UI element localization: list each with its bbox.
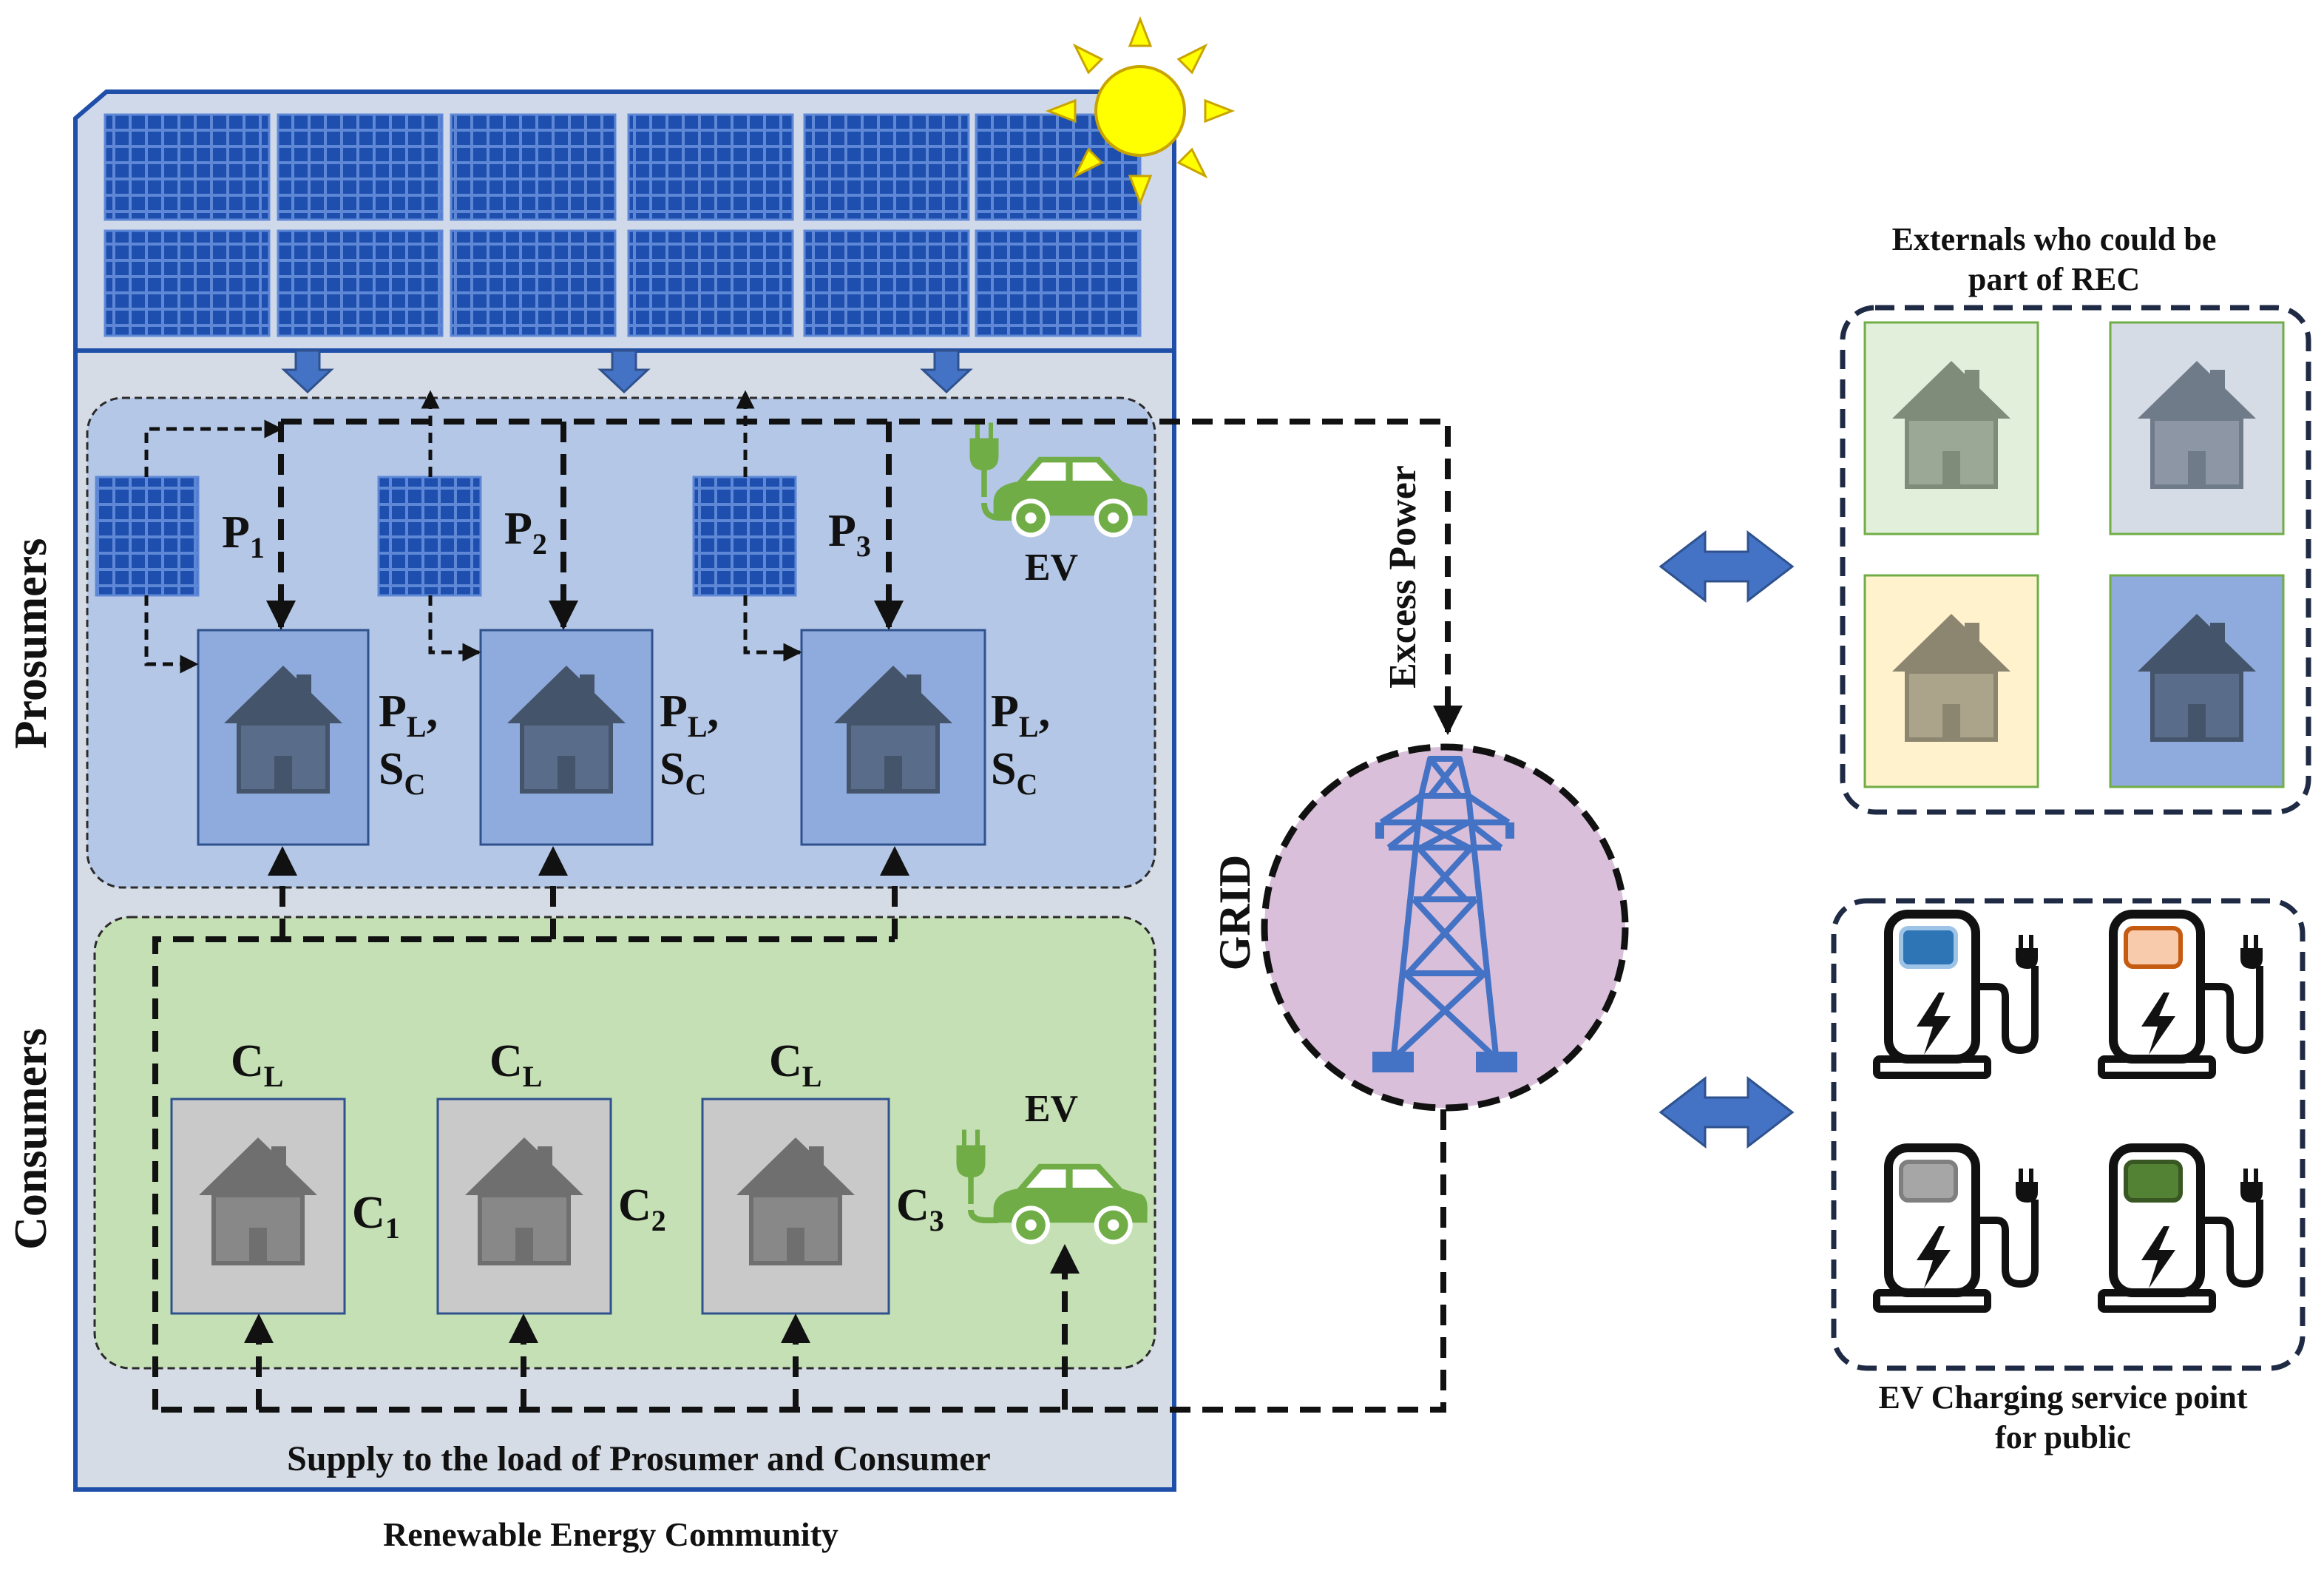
excess-power-label: Excess Power (1382, 465, 1424, 689)
community-title: Renewable Energy Community (383, 1515, 839, 1553)
grid-label: GRID (1210, 855, 1259, 971)
externals-title: Externals who could be (1892, 221, 2217, 257)
consumer-label: C1 (352, 1188, 400, 1245)
externals-title: part of REC (1968, 261, 2140, 297)
solar-module (277, 113, 444, 221)
prosumer-load-label: PL, (379, 686, 438, 743)
solar-module (975, 229, 1142, 337)
ev-service-title: for public (1995, 1419, 2131, 1455)
solar-module (803, 113, 970, 221)
down-arrow-icon (281, 349, 334, 394)
grid: GRID Excess Power (1210, 465, 1629, 1112)
rooftop-solar-panel (377, 476, 482, 597)
consumer-load-label: CL (489, 1036, 542, 1093)
externals-group: Externals who could be part of REC (1840, 221, 2311, 815)
prosumer-unit-3 (800, 629, 986, 846)
prosumer-storage-label: SC (991, 744, 1037, 801)
solar-module (627, 113, 794, 221)
prosumer-unit-2 (479, 629, 654, 846)
solar-module (627, 229, 794, 337)
down-arrow-icon (597, 349, 651, 394)
consumer-label: C3 (896, 1180, 944, 1237)
solar-module (277, 229, 444, 337)
consumer-load-label: CL (769, 1036, 821, 1093)
prosumer-storage-label: SC (379, 744, 425, 801)
prosumer-load-label: PL, (660, 686, 719, 743)
rooftop-solar-panel (692, 476, 797, 597)
local-flow-lines (144, 390, 802, 674)
prosumer-label: P2 (504, 504, 547, 561)
rooftop-solar-panel (95, 476, 200, 597)
consumer-ev-label: EV (1025, 1088, 1078, 1130)
charger-screen (2124, 926, 2183, 969)
panel-supply-arrows (281, 349, 973, 394)
solar-module (104, 229, 271, 337)
grid-circle (1261, 743, 1629, 1112)
ev-service-title: EV Charging service point (1878, 1379, 2247, 1416)
prosumer-unit-1 (197, 629, 370, 846)
prosumer-load-label: PL, (991, 686, 1050, 743)
consumer-unit-1 (170, 1098, 346, 1315)
ev-charging-group: EV Charging service point for public (1831, 898, 2306, 1455)
prosumer-ev-label: EV (1025, 547, 1078, 589)
prosumer-storage-label: SC (660, 744, 706, 801)
renewable-energy-community: Prosumers Consumers P1 P2 P3 PL, SC PL, … (6, 16, 1463, 1492)
supply-label: Supply to the load of Prosumer and Consu… (287, 1439, 991, 1478)
down-arrow-icon (920, 349, 973, 394)
consumers-label: Consumers (6, 1028, 56, 1250)
charger-screen (1899, 926, 1958, 969)
charger-screen (1899, 1160, 1958, 1203)
main-flow-lines (152, 419, 1463, 1413)
prosumers-label: Prosumers (6, 538, 56, 749)
solar-panel-array (104, 113, 1142, 337)
double-arrow-icon (1659, 1075, 1795, 1149)
solar-module (450, 229, 617, 337)
charger-screen (2124, 1160, 2183, 1203)
prosumer-label: P1 (222, 507, 265, 564)
solar-module (450, 113, 617, 221)
consumer-unit-3 (701, 1098, 890, 1315)
double-arrow-icon (1659, 530, 1795, 603)
sun-icon (1045, 16, 1236, 206)
consumer-unit-2 (436, 1098, 612, 1315)
consumer-label: C2 (618, 1180, 666, 1237)
ev-cable (981, 502, 1014, 521)
ev-cable (968, 1209, 998, 1223)
prosumer-label: P3 (828, 506, 871, 563)
consumer-load-label: CL (231, 1036, 283, 1093)
solar-module (803, 229, 970, 337)
solar-module (104, 113, 271, 221)
